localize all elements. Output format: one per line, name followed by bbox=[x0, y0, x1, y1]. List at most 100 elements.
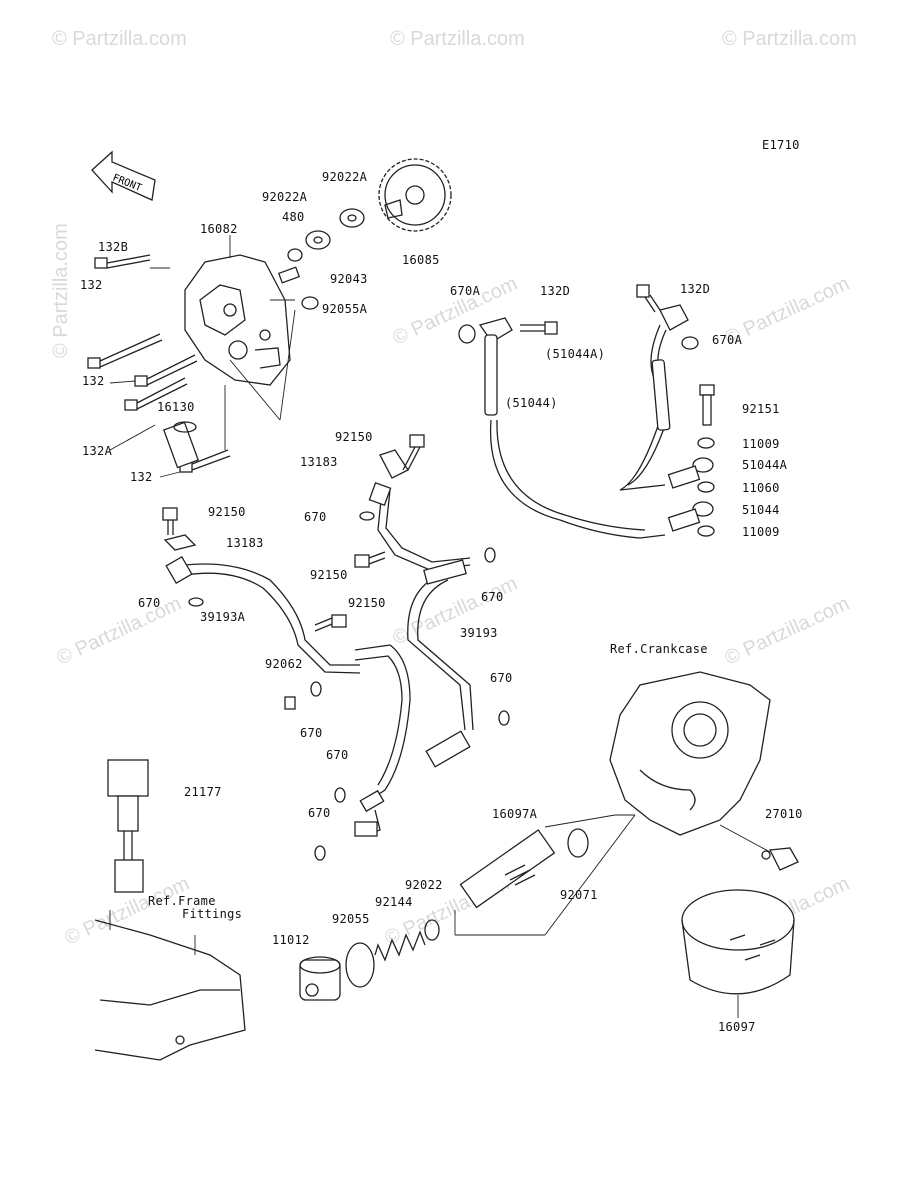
part-label: 21177 bbox=[184, 785, 222, 799]
part-label: 480 bbox=[282, 210, 305, 224]
part-label: 670 bbox=[304, 510, 327, 524]
part-label: 92150 bbox=[208, 505, 246, 519]
diagram-code: E1710 bbox=[762, 138, 800, 152]
part-label: 670 bbox=[481, 590, 504, 604]
part-label: 132D bbox=[540, 284, 571, 298]
part-label: 16082 bbox=[200, 222, 238, 236]
bolt-132d bbox=[636, 284, 661, 313]
part-label: 670 bbox=[490, 671, 513, 685]
washer-11009 bbox=[697, 525, 715, 537]
oil-hose-51044 bbox=[458, 304, 699, 539]
part-label: 16085 bbox=[402, 253, 440, 267]
plug-92062 bbox=[284, 696, 296, 710]
part-label: 11060 bbox=[742, 481, 780, 495]
part-label: 51044A bbox=[742, 458, 788, 472]
part-label: 27010 bbox=[765, 807, 803, 821]
oring-670 bbox=[334, 787, 346, 803]
part-label: 92062 bbox=[265, 657, 303, 671]
bolt-132a bbox=[124, 377, 188, 411]
part-label: 92022 bbox=[405, 878, 443, 892]
part-label: 92150 bbox=[335, 430, 373, 444]
washer-11060 bbox=[697, 481, 715, 493]
part-label: 670 bbox=[300, 726, 323, 740]
washer-11009 bbox=[697, 437, 715, 449]
oil-pump-gear-16085 bbox=[378, 158, 452, 232]
part-label: 132B bbox=[98, 240, 129, 254]
part-label: 92055A bbox=[322, 302, 368, 316]
oring-670 bbox=[314, 845, 326, 861]
bolt-132d bbox=[520, 321, 558, 335]
bolt-132 bbox=[134, 354, 198, 387]
oil-filter-16097 bbox=[681, 889, 795, 1018]
part-label: (51044) bbox=[505, 396, 558, 410]
oring-670 bbox=[498, 710, 510, 726]
part-label: 11012 bbox=[272, 933, 310, 947]
banjo-bolt-92151 bbox=[699, 384, 715, 426]
part-label: 132 bbox=[82, 374, 105, 388]
crankcase bbox=[544, 671, 771, 936]
part-label: 92022A bbox=[262, 190, 308, 204]
banjo-51044a bbox=[667, 457, 714, 489]
oil-pipe-39193 bbox=[368, 481, 474, 768]
bolt-92150 bbox=[402, 434, 425, 471]
ref-frame-label: Fittings bbox=[182, 907, 243, 921]
frame-fittings bbox=[94, 910, 246, 1061]
part-label: 132D bbox=[680, 282, 711, 296]
part-label: 670 bbox=[308, 806, 331, 820]
ref-frame-label: Ref.Frame bbox=[148, 894, 216, 908]
circlip-480 bbox=[287, 248, 303, 262]
switch-21177 bbox=[107, 759, 149, 893]
washer-92022a bbox=[305, 230, 331, 250]
watermark: © Partzilla.com bbox=[722, 28, 857, 50]
part-label: 92150 bbox=[348, 596, 386, 610]
oil-pump-body-16082 bbox=[184, 235, 296, 450]
part-label: 39193 bbox=[460, 626, 498, 640]
part-label: 670 bbox=[138, 596, 161, 610]
clamp-13183 bbox=[379, 449, 409, 479]
bolt-92150 bbox=[162, 507, 178, 535]
part-label: 16097 bbox=[718, 1020, 756, 1034]
part-label: (51044A) bbox=[545, 347, 606, 361]
oring-670 bbox=[310, 681, 322, 697]
part-label: 92043 bbox=[330, 272, 368, 286]
part-label: 11009 bbox=[742, 525, 780, 539]
plug-11012 bbox=[299, 956, 341, 1001]
part-label: 51044 bbox=[742, 503, 780, 517]
part-label: 92150 bbox=[310, 568, 348, 582]
part-label: 13183 bbox=[300, 455, 338, 469]
watermark: © Partzilla.com bbox=[390, 28, 525, 50]
clamp-13183 bbox=[163, 534, 197, 551]
oil-pipe-39193a bbox=[165, 555, 411, 837]
bolt-132b bbox=[94, 254, 151, 269]
part-label: 670 bbox=[326, 748, 349, 762]
bolt-92150 bbox=[314, 614, 347, 632]
part-label: 92022A bbox=[322, 170, 368, 184]
part-label: 132A bbox=[82, 444, 113, 458]
part-label: 16130 bbox=[157, 400, 195, 414]
part-label: 670A bbox=[450, 284, 481, 298]
collar-16130 bbox=[162, 421, 200, 469]
oring-670 bbox=[484, 547, 496, 563]
part-label: 670A bbox=[712, 333, 743, 347]
part-label: 92071 bbox=[560, 888, 598, 902]
spring-92144 bbox=[374, 930, 426, 962]
part-label: 92055 bbox=[332, 912, 370, 926]
bolt-92150 bbox=[354, 551, 386, 568]
front-arrow-icon: FRONT bbox=[91, 150, 156, 201]
part-label: 11009 bbox=[742, 437, 780, 451]
part-label: 13183 bbox=[226, 536, 264, 550]
watermark: © Partzilla.com bbox=[52, 28, 187, 50]
part-label: 92144 bbox=[375, 895, 413, 909]
oil-pressure-switch-27010 bbox=[761, 847, 799, 871]
pin-92043 bbox=[277, 266, 301, 284]
strainer-16097a bbox=[454, 814, 616, 936]
washer-92022 bbox=[424, 919, 440, 941]
oring-670 bbox=[359, 511, 375, 521]
part-label: 39193A bbox=[200, 610, 246, 624]
part-label: 132 bbox=[130, 470, 153, 484]
banjo-51044 bbox=[667, 501, 714, 532]
part-label: 132 bbox=[80, 278, 103, 292]
ref-crankcase-label: Ref.Crankcase bbox=[610, 642, 708, 656]
